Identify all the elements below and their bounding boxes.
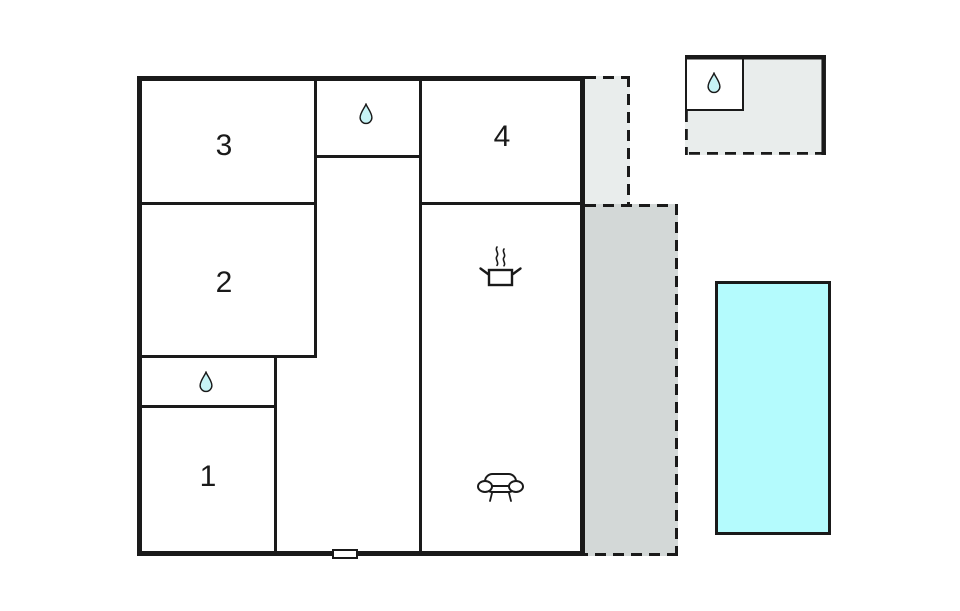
room-1-label: 1 [199, 460, 217, 493]
terrace-small [585, 76, 630, 204]
terrace-large [585, 204, 678, 556]
room-3-label: 3 [215, 129, 233, 162]
terrace-large-dashed-border [585, 204, 678, 556]
door [332, 549, 358, 559]
annex-building [685, 55, 826, 155]
wall-below-room-3 [137, 202, 317, 205]
water-drop-icon [359, 103, 373, 125]
swimming-pool [715, 281, 831, 535]
wall-below-left-bathroom [137, 405, 277, 408]
wall-below-top-bathroom [314, 155, 422, 158]
wall-below-room-2 [137, 355, 317, 358]
wall-hall-left-lower [274, 357, 277, 556]
terrace-small-dashed-border [585, 76, 630, 204]
room-2-label: 2 [215, 266, 233, 299]
wall-hall-left-upper [314, 76, 317, 357]
wall-hall-right [419, 76, 422, 556]
wall-below-room-4 [419, 202, 585, 205]
water-drop-icon [707, 72, 721, 94]
annex-border [685, 55, 826, 155]
cooking-pot-icon [479, 246, 522, 287]
room-4-label: 4 [493, 120, 511, 153]
water-drop-icon [199, 371, 213, 393]
sofa-icon [477, 473, 524, 502]
